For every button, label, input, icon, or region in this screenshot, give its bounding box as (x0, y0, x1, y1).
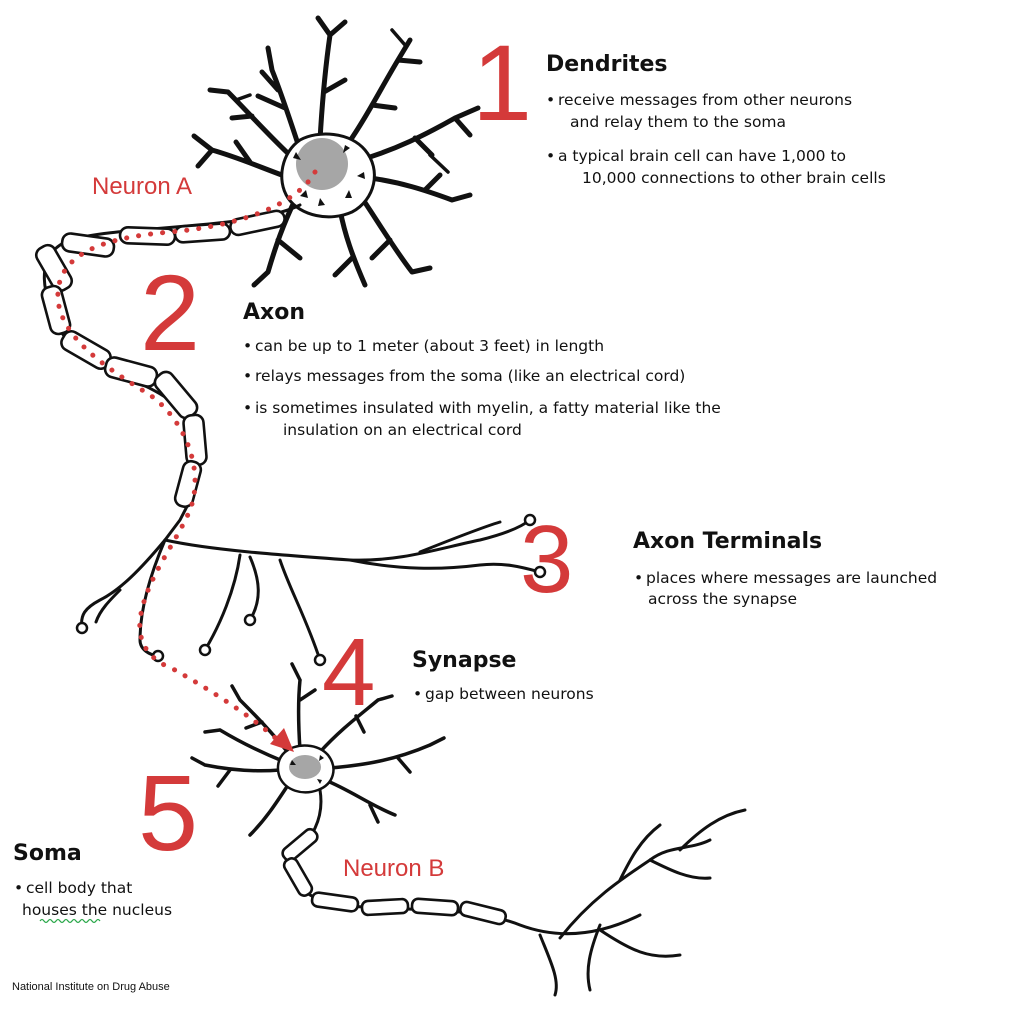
bullet-text: is sometimes insulated with myelin, a fa… (255, 399, 721, 417)
section-1-number: 1 (472, 22, 532, 143)
bullet-text: 10,000 connections to other brain cells (582, 169, 886, 187)
section-axon-terminals: Axon Terminals • places where messages a… (633, 529, 937, 608)
bullet-marker: • (14, 879, 23, 897)
bullet-marker: • (546, 91, 555, 109)
section-synapse: Synapse • gap between neurons (412, 648, 594, 703)
neuron-a-soma (282, 134, 375, 217)
bullet-text: across the synapse (648, 590, 797, 608)
section-5-number: 5 (138, 752, 198, 873)
neuron-b-nucleus (289, 755, 321, 779)
section-4-number: 4 (322, 619, 375, 726)
bullet-marker: • (413, 685, 422, 703)
section-heading: Dendrites (546, 52, 668, 77)
bullet-text: and relay them to the soma (570, 113, 786, 131)
bullet-marker: • (243, 399, 252, 417)
neuron-b-label: Neuron B (343, 855, 444, 882)
bullet-marker: • (634, 569, 643, 587)
bullet-text: places where messages are launched (646, 569, 937, 587)
bullet-marker: • (546, 147, 555, 165)
neuron-b-axon (280, 790, 745, 995)
bullet-text: houses the nucleus (22, 901, 172, 919)
bullet-marker: • (243, 337, 252, 355)
signal-arrowhead (270, 728, 294, 752)
section-dendrites: Dendrites • receive messages from other … (546, 52, 886, 187)
section-heading: Axon (243, 300, 305, 325)
section-heading: Synapse (412, 648, 516, 673)
section-axon: Axon • can be up to 1 meter (about 3 fee… (243, 300, 721, 439)
section-3-number: 3 (520, 506, 573, 613)
bullet-text: gap between neurons (425, 685, 594, 703)
bullet-text: insulation on an electrical cord (283, 421, 522, 439)
bullet-text: receive messages from other neurons (558, 91, 852, 109)
spellcheck-squiggle (40, 920, 100, 923)
section-heading: Axon Terminals (633, 529, 822, 554)
section-heading: Soma (13, 841, 82, 866)
neuron-a-nucleus (296, 138, 348, 190)
bullet-text: cell body that (26, 879, 132, 897)
bullet-marker: • (243, 367, 252, 385)
bullet-text: can be up to 1 meter (about 3 feet) in l… (255, 337, 604, 355)
bullet-text: relays messages from the soma (like an e… (255, 367, 685, 385)
neuron-a-label: Neuron A (92, 173, 192, 200)
section-2-number: 2 (140, 252, 200, 373)
bullet-text: a typical brain cell can have 1,000 to (558, 147, 846, 165)
source-credit: National Institute on Drug Abuse (12, 981, 170, 993)
neuron-b-soma (278, 746, 333, 793)
